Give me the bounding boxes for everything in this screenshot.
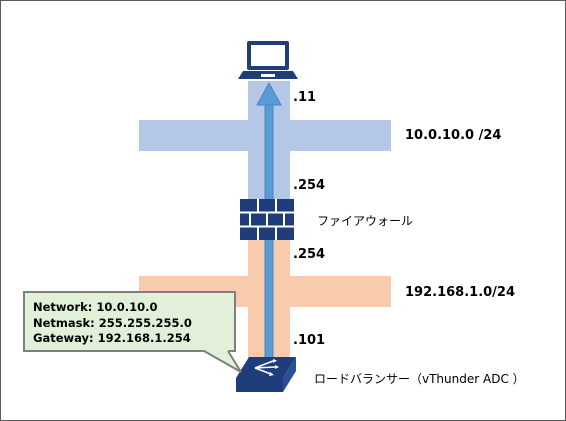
load-balancer-icon <box>236 357 296 392</box>
client-ip-label: .11 <box>293 90 317 105</box>
firewall-upper-ip-label: .254 <box>293 178 326 193</box>
load-balancer-label: ロードバランサー（vThunder ADC ） <box>314 372 525 386</box>
callout-netmask: Netmask: 255.255.255.0 <box>33 315 192 330</box>
firewall-lower-ip-label: .254 <box>293 247 326 262</box>
callout-gateway: Gateway: 192.168.1.254 <box>33 331 191 345</box>
firewall-icon <box>240 199 294 240</box>
firewall-label: ファイアウォール <box>317 214 414 228</box>
callout-network: Network: 10.0.10.0 <box>33 300 158 314</box>
upper-network-label: 10.0.10.0 /24 <box>405 128 502 143</box>
load-balancer-ip-label: .101 <box>293 333 326 348</box>
static-route-callout: Network: 10.0.10.0 Netmask: 255.255.255.… <box>23 291 236 352</box>
laptop-icon <box>238 41 298 79</box>
callout-pointer <box>203 350 242 373</box>
lower-network-label: 192.168.1.0/24 <box>405 285 516 300</box>
